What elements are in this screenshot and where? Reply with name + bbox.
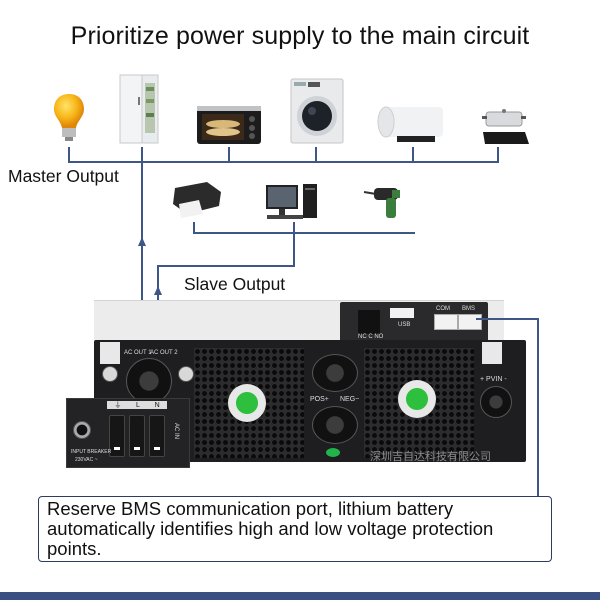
bms-port[interactable] [458,314,482,330]
breaker-neutral[interactable] [149,415,165,457]
negative-battery-gland [312,406,358,444]
line-terminal-label: L [136,401,140,409]
toaster-oven-icon [197,106,261,144]
cooker-drop-line [497,147,499,163]
heater-drop-line [412,147,414,163]
washing-machine-icon [290,78,344,144]
fridge-drop-line [141,147,143,163]
slave-link-line [157,265,295,267]
power-drill-icon [363,188,400,218]
ground-terminal-label: ⏚ [114,402,122,409]
input-rating-label: 230VAC ~ [75,457,98,463]
footer-bar [0,592,600,600]
master-output-label: Master Output [8,166,119,186]
refrigerator-icon [119,74,159,144]
breaker-ground[interactable] [109,415,125,457]
fan-hub-right [398,380,436,418]
com-port-label: COM [436,306,450,312]
bms-link-line [476,318,539,320]
water-heater-icon [377,106,443,142]
bms-drop-line [537,318,539,496]
ground-screw-right [178,366,194,382]
input-breaker-label: INPUT BREAKER [71,449,112,455]
printer-icon [173,182,221,218]
pv-input-gland [480,386,512,418]
terminal-label: NC C NO [358,334,384,340]
slave-bus-line [193,232,415,234]
slave-output-label: Slave Output [184,274,286,294]
fan-grille-left [194,348,304,458]
ground-screw-left [102,366,118,382]
fan-hub-left [228,384,266,422]
induction-cooker-icon [482,109,529,144]
watermark: 深圳吉自达科技有限公司 [370,450,491,463]
oven-drop-line [228,147,230,163]
input-breaker-button[interactable] [73,421,91,439]
master-up-arrow-icon [138,237,146,246]
usb-label: USB [398,322,411,328]
light-bulb-icon [54,94,84,141]
washer-drop-line [315,147,317,163]
breaker-line[interactable] [129,415,145,457]
ac-output-gland [126,358,172,404]
ac-out-2-label: AC OUT 2 [150,350,178,356]
com-port[interactable] [434,314,458,330]
ac-in-label: AC IN [173,423,179,440]
status-led [326,448,340,457]
bms-port-label: BMS [462,306,476,312]
computer-drop-line [293,222,295,266]
master-feeder-line [141,161,143,379]
master-bus-line [68,161,499,163]
page-title: Prioritize power supply to the main circ… [70,22,530,50]
neutral-terminal-label: N [154,401,160,409]
printer-drop-line [193,222,195,234]
pv-in-label: + PVIN - [480,376,507,383]
bulb-drop-line [68,147,70,163]
neg-label: NEG− [340,396,360,403]
desktop-computer-icon [266,184,317,219]
communication-panel: NC C NO USB COM BMS [340,302,488,342]
pos-label: POS+ [310,396,329,403]
bms-note-box: Reserve BMS communication port, lithium … [38,496,552,562]
slave-up-arrow-icon [154,286,162,295]
ac-out-1-label: AC OUT 1 [124,350,152,356]
positive-battery-gland [312,354,358,392]
ac-input-panel: ⏚ L N AC IN INPUT BREAKER 230VAC ~ [66,398,190,468]
